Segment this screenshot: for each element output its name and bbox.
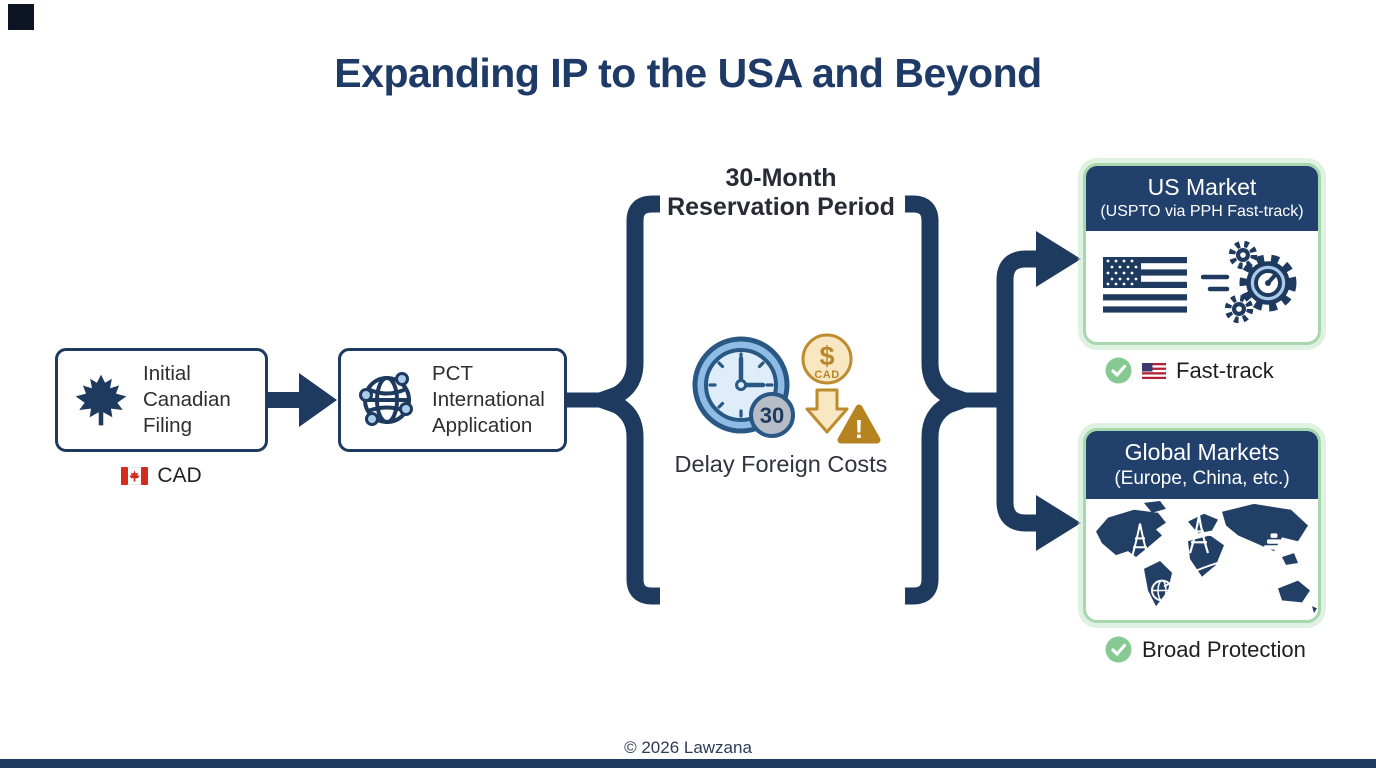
split-arrows [996, 231, 1081, 551]
card-us-subtitle: (USPTO via PPH Fast-track) [1100, 202, 1304, 220]
step-label-line: Filing [143, 413, 192, 437]
card-global-subtitle: (Europe, China, etc.) [1114, 467, 1290, 489]
us-flag-small-icon [1142, 362, 1166, 379]
corner-mark [8, 4, 34, 30]
reservation-heading: 30-Month Reservation Period [600, 164, 962, 221]
step-initial-canadian-filing: Initial Canadian Filing [55, 348, 268, 452]
canada-flag-icon [121, 467, 149, 485]
small-gear-bottom [1224, 294, 1254, 324]
right-brace [905, 195, 1006, 605]
small-gear-top [1228, 241, 1258, 270]
us-flag-icon [1103, 257, 1187, 313]
step-label: PCT International Application [432, 361, 545, 438]
arrow-to-global-markets [1036, 495, 1081, 551]
card-us-market: US Market (USPTO via PPH Fast-track) [1083, 163, 1321, 345]
bottom-bar [0, 759, 1376, 768]
step-label-line: PCT [432, 362, 473, 386]
copyright-text: © 2026 Lawzana [624, 738, 752, 757]
arrow-step1-step2 [268, 373, 337, 427]
step-label-line: Initial [143, 362, 191, 386]
card-us-body [1086, 231, 1318, 340]
reservation-heading-line2: Reservation Period [667, 192, 895, 221]
card-us-title: US Market [1147, 174, 1257, 200]
benefit-fast-track: Fast-track [1105, 357, 1274, 384]
page-title: Expanding IP to the USA and Beyond [334, 50, 1042, 96]
globe-network-icon [359, 372, 413, 426]
step-label-line: International [432, 388, 545, 412]
delay-costs-icon-group: $ CAD ! [801, 333, 881, 444]
check-icon [1105, 636, 1132, 663]
benefit-label: Broad Protection [1142, 636, 1306, 662]
left-brace [567, 195, 660, 605]
card-global-title: Global Markets [1124, 439, 1280, 465]
clock-badge-circle [749, 392, 795, 438]
clock-badge-label: 30 [760, 403, 784, 428]
warning-icon: ! [837, 404, 881, 444]
speedometer-gear [1239, 254, 1297, 312]
world-map-icon [1096, 501, 1317, 614]
cad-coin-icon: $ CAD [801, 333, 853, 385]
arrow-to-us-market [1036, 231, 1081, 287]
currency-row: CAD [55, 464, 268, 488]
step-label-line: Application [432, 413, 533, 437]
step-label: Initial Canadian Filing [143, 361, 231, 438]
reservation-caption: Delay Foreign Costs [674, 451, 888, 477]
step-pct-international-application: PCT International Application [338, 348, 567, 452]
eiffel-tower-europe [1188, 515, 1210, 554]
benefit-label: Fast-track [1176, 357, 1274, 383]
card-global-markets: Global Markets (Europe, China, etc.) [1083, 428, 1321, 623]
coin-cad-label: CAD [814, 369, 839, 381]
card-us-header: US Market (USPTO via PPH Fast-track) [1086, 166, 1318, 231]
speed-gears-icon [1201, 241, 1297, 324]
card-global-header: Global Markets (Europe, China, etc.) [1086, 431, 1318, 500]
down-arrow-icon [805, 388, 849, 434]
currency-label: CAD [157, 464, 202, 487]
clock-30-icon: 30 [692, 336, 795, 438]
benefit-broad-protection: Broad Protection [1105, 636, 1306, 663]
coin-dollar-symbol: $ [819, 341, 834, 371]
eiffel-tower-west [1131, 523, 1149, 558]
warning-mark: ! [855, 414, 864, 444]
step-label-line: Canadian [143, 388, 231, 412]
maple-leaf-icon [75, 374, 127, 426]
check-icon [1105, 357, 1132, 384]
globe-landmark [1151, 580, 1173, 602]
reservation-heading-line1: 30-Month [725, 164, 837, 192]
card-global-body [1086, 499, 1318, 620]
pagoda-landmark [1264, 533, 1284, 551]
